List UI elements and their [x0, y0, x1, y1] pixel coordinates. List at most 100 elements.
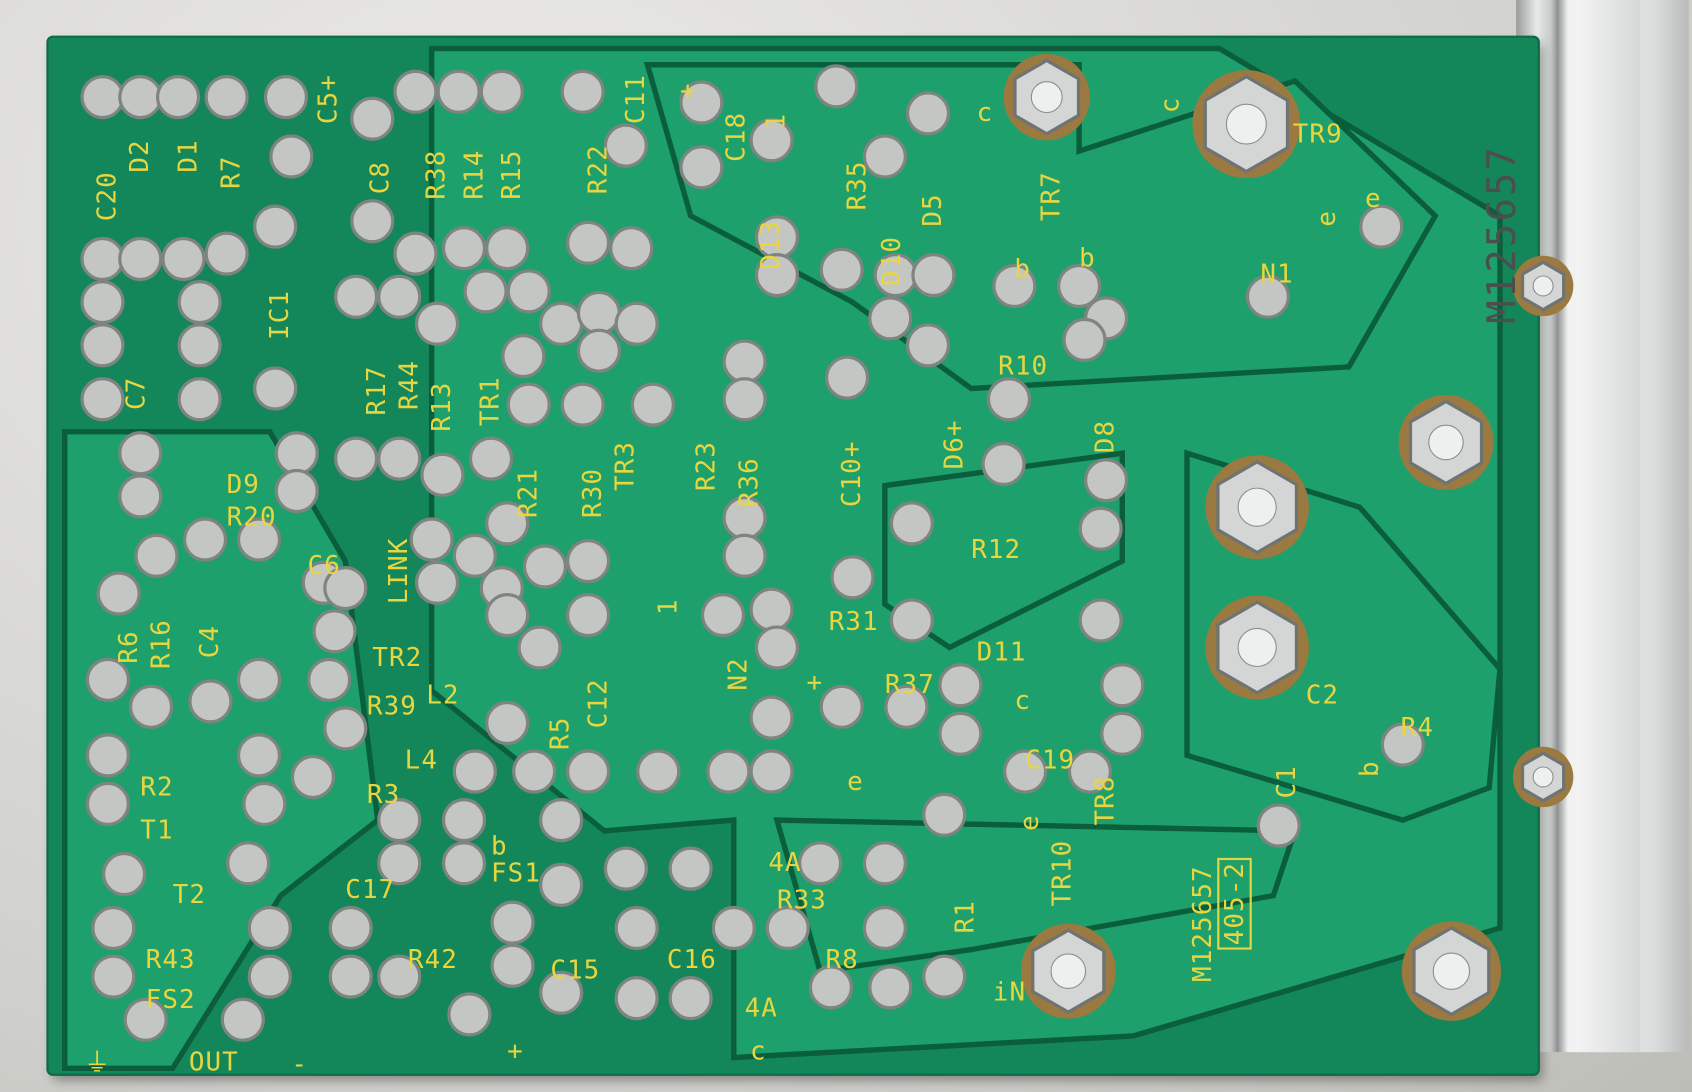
solder-pad — [1359, 204, 1404, 249]
silkscreen-label: FS1 — [490, 857, 542, 889]
silkscreen-label: C7 — [120, 376, 152, 411]
silkscreen-label: R5 — [544, 716, 576, 750]
solder-pad — [754, 253, 800, 298]
silkscreen-label: L2 — [426, 679, 460, 711]
silkscreen-label: + — [798, 673, 829, 691]
solder-pad — [177, 377, 222, 422]
solder-pad — [922, 954, 967, 999]
solder-pad — [749, 695, 794, 740]
silkscreen-label: 4A — [744, 992, 778, 1023]
solder-pad — [312, 609, 357, 654]
silkscreen-label: D13 — [755, 219, 786, 270]
solder-pad — [905, 323, 951, 368]
silkscreen-label: C17 — [345, 874, 396, 905]
silkscreen-label: D1 — [172, 139, 203, 173]
silkscreen-label: C16 — [666, 944, 717, 975]
solder-pad — [722, 533, 767, 578]
solder-pad — [754, 625, 800, 670]
solder-pad — [576, 290, 622, 336]
solder-pad — [1100, 663, 1145, 708]
silkscreen-label: b — [1079, 242, 1096, 274]
solder-pad — [328, 954, 373, 999]
solder-pad — [565, 749, 611, 794]
silkscreen-label: R7 — [215, 155, 247, 189]
solder-pad — [1256, 803, 1301, 848]
solder-pad — [539, 970, 584, 1015]
silkscreen-label: + — [507, 1035, 524, 1067]
silkscreen-label: e — [847, 766, 864, 797]
solder-pad — [830, 555, 875, 600]
bracket-face — [1575, 0, 1641, 1053]
solder-pad — [328, 905, 373, 951]
solder-pad — [85, 657, 131, 702]
silkscreen-label: R44 — [393, 360, 425, 411]
solder-pad — [188, 679, 233, 724]
solder-pad — [485, 592, 530, 638]
solder-pad — [274, 468, 319, 514]
solder-pad — [441, 841, 487, 886]
silkscreen-label: R39 — [366, 690, 417, 721]
solder-pad — [565, 539, 611, 584]
solder-pad — [236, 517, 282, 562]
solder-pad — [576, 328, 622, 373]
solder-pad — [868, 965, 913, 1010]
solder-pad — [636, 749, 681, 794]
solder-pad — [118, 431, 163, 476]
solder-pad — [512, 749, 557, 794]
solder-pad — [986, 377, 1032, 422]
solder-pad — [679, 80, 724, 125]
solder-pad — [177, 323, 222, 368]
solder-pad — [161, 236, 206, 282]
silkscreen-label: TR10 — [1046, 839, 1077, 907]
mounting-nut — [1205, 595, 1309, 700]
solder-pad — [333, 436, 379, 481]
solder-pad — [91, 905, 136, 951]
solder-pad — [911, 253, 956, 298]
solder-pad — [1245, 274, 1291, 319]
silkscreen-label: D9 — [226, 469, 260, 500]
silkscreen-label: e — [1365, 183, 1382, 214]
solder-pad — [414, 560, 460, 605]
silkscreen-label: R31 — [828, 606, 879, 637]
solder-pad — [819, 684, 864, 729]
solder-pad — [96, 571, 141, 616]
solder-pad — [101, 851, 147, 897]
silkscreen-label: C2 — [1305, 679, 1340, 711]
silkscreen-label: R3 — [366, 779, 401, 810]
solder-pad — [614, 976, 659, 1021]
silkscreen-label: + — [679, 75, 697, 106]
solder-pad — [436, 69, 481, 114]
silkscreen-label: c — [1154, 96, 1185, 114]
silkscreen-label: c — [1014, 685, 1032, 716]
solder-pad — [1380, 722, 1425, 767]
solder-pad — [350, 199, 395, 244]
silkscreen-label: c — [749, 1035, 767, 1067]
solder-pad — [118, 74, 163, 120]
silkscreen-label: C15 — [550, 955, 601, 986]
solder-pad — [485, 700, 530, 746]
solder-pad — [377, 797, 422, 843]
silkscreen-label: 1 — [760, 112, 791, 130]
solder-pad — [711, 905, 756, 951]
silkscreen-label: R37 — [884, 669, 935, 700]
solder-pad — [80, 323, 125, 368]
silkscreen-label: C11 — [620, 74, 651, 125]
silkscreen-label: e — [1014, 814, 1045, 831]
solder-pad — [506, 269, 551, 314]
silkscreen-label: b — [490, 830, 508, 862]
mounting-nut — [1512, 255, 1574, 317]
solder-pad — [236, 733, 282, 778]
solder-pad — [1100, 711, 1145, 756]
silkscreen-label: T2 — [172, 879, 207, 910]
solder-pad — [824, 355, 870, 400]
solder-pad — [393, 231, 438, 276]
solder-pad — [377, 436, 422, 481]
silkscreen-label: R4 — [1400, 712, 1435, 743]
solder-pad — [722, 339, 767, 384]
solder-pad — [393, 69, 438, 114]
solder-pad — [862, 841, 907, 886]
silkscreen-label: R33 — [776, 884, 827, 916]
silkscreen-label: R1 — [949, 900, 980, 934]
solder-pad — [700, 592, 746, 638]
